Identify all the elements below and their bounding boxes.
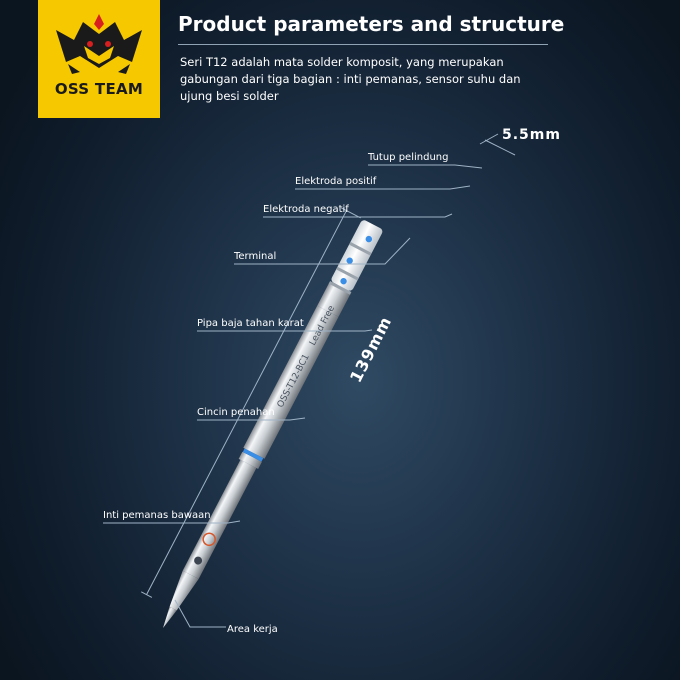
label-work-area: Area kerja — [227, 624, 278, 635]
ring-marker — [242, 448, 264, 462]
heater-section — [182, 459, 257, 579]
brand-seal-icon — [202, 532, 216, 547]
tiger-emblem-icon — [56, 14, 142, 74]
callout-lines — [103, 164, 483, 628]
label-positive-electrode: Elektroda positif — [295, 176, 377, 187]
length-dimension-line — [146, 210, 347, 595]
label-protective-cap: Tutup pelindung — [368, 152, 449, 163]
skull-emblem-icon — [194, 556, 203, 565]
page-title: Product parameters and structure — [178, 12, 565, 36]
protective-cap — [331, 220, 383, 291]
retaining-ring — [238, 451, 262, 469]
label-terminal: Terminal — [234, 251, 277, 262]
label-steel-pipe: Pipa baja tahan karat — [197, 318, 304, 329]
work-area-point — [163, 606, 177, 628]
label-negative-electrode: Elektroda negatif — [263, 204, 349, 215]
description-text: Seri T12 adalah mata solder komposit, ya… — [180, 55, 521, 103]
steel-pipe — [243, 305, 339, 459]
title-divider — [178, 44, 548, 45]
diameter-label: 5.5mm — [502, 127, 561, 143]
brand-logo: OSS TEAM — [38, 0, 160, 118]
label-heater-core: Inti pemanas bawaan — [103, 510, 211, 521]
label-retaining-ring: Cincin penahan — [197, 407, 275, 418]
diameter-dimension-line — [484, 139, 516, 156]
terminal — [317, 282, 351, 317]
logo-text: OSS TEAM — [54, 80, 144, 98]
heater-taper — [169, 570, 199, 611]
